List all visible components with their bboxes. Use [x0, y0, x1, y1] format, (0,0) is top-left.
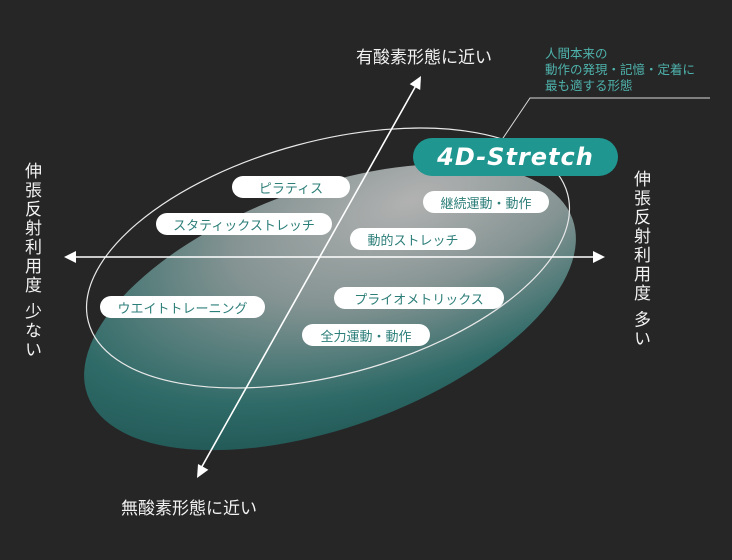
annotation-line-2: 動作の発現・記憶・定着に	[545, 62, 696, 77]
highlight-badge: 4D-Stretch	[413, 138, 618, 176]
top-arrowhead	[409, 76, 421, 90]
axis-label-right: 伸張反射利用度 多い	[630, 170, 650, 349]
axis-label-top: 有酸素形態に近い	[356, 48, 492, 68]
pill-pilates: ピラティス	[232, 176, 350, 198]
pill-full-effort-exercise: 全力運動・動作	[302, 324, 430, 346]
annotation-line-1: 人間本来の	[545, 46, 608, 61]
diagonal-axis	[199, 81, 419, 471]
right-arrowhead	[593, 251, 605, 263]
outline-ellipse	[85, 127, 571, 389]
annotation-note: 人間本来の 動作の発現・記憶・定着に 最も適する形態	[545, 46, 695, 94]
annotation-leader-line	[494, 97, 710, 151]
bottom-arrowhead	[197, 464, 209, 478]
axis-label-bottom: 無酸素形態に近い	[121, 499, 257, 519]
pill-plyometrics: プライオメトリックス	[334, 287, 504, 309]
axis-label-left: 伸張反射利用度 少ない	[21, 162, 41, 360]
annotation-line-3: 最も適する形態	[545, 78, 633, 93]
left-arrowhead	[64, 251, 76, 263]
pill-continuous-exercise: 継続運動・動作	[423, 191, 549, 213]
pill-dynamic-stretch: 動的ストレッチ	[350, 228, 476, 250]
pill-weight-training: ウエイトトレーニング	[100, 296, 265, 318]
pill-static-stretch: スタティックストレッチ	[156, 213, 332, 235]
